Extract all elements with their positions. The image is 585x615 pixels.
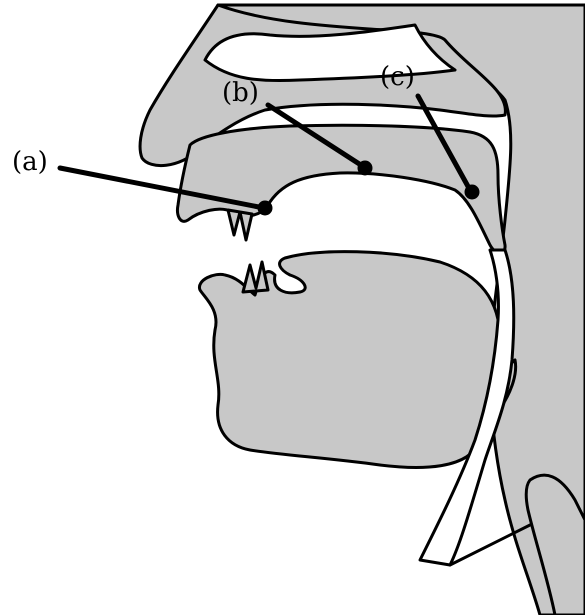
upper-lip-and-palate: [177, 125, 505, 253]
label-a: (a): [12, 147, 48, 177]
upper-teeth: [228, 210, 252, 240]
label-c: (c): [380, 62, 415, 92]
point-b-dot: [359, 162, 371, 174]
point-c-dot: [466, 186, 478, 198]
lower-teeth: [243, 262, 268, 292]
point-a-dot: [259, 202, 271, 214]
label-b: (b): [222, 78, 259, 108]
